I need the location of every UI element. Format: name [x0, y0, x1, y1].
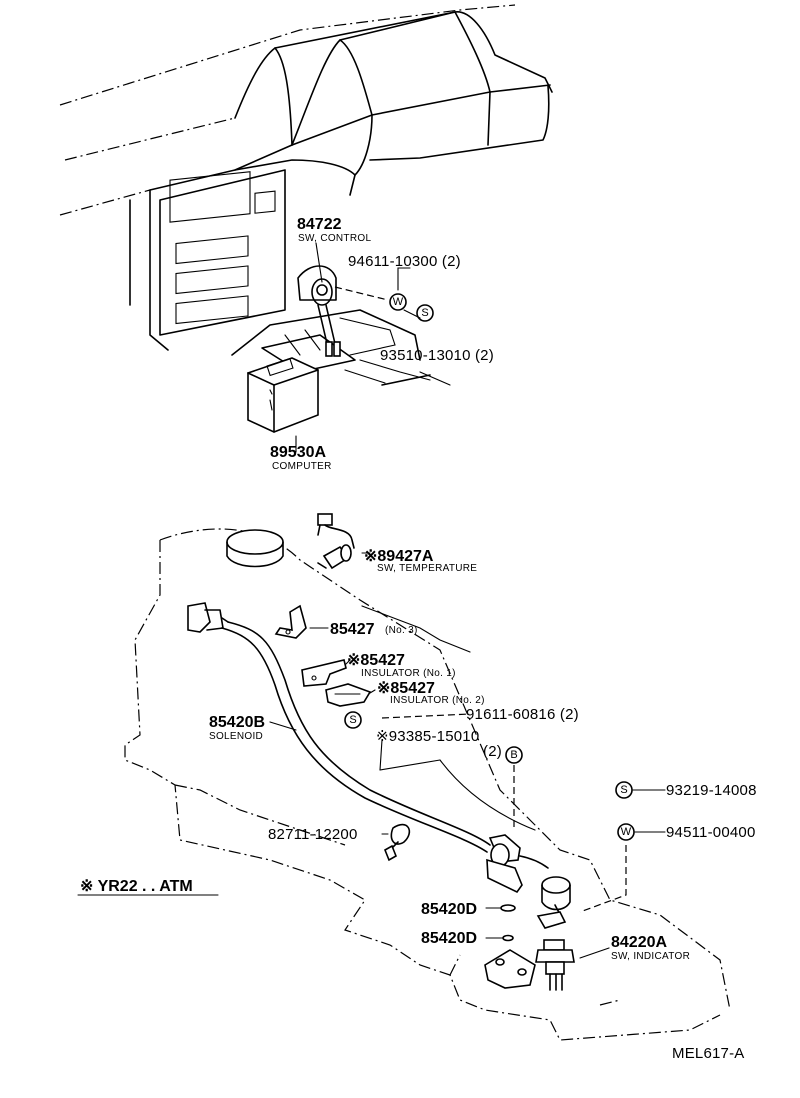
label-82711: 82711-12200 — [268, 826, 358, 843]
washer-symbol-text: W — [621, 826, 632, 838]
spring-symbol-top: S — [416, 304, 434, 322]
label-85427-no3: 85427 — [330, 621, 375, 638]
desc-84220A: SW, INDICATOR — [611, 951, 690, 962]
desc-85427-no2: INSULATOR (No. 2) — [390, 695, 485, 706]
label-85427-no2: ※85427 — [377, 680, 435, 697]
bolt-symbol: B — [505, 746, 523, 764]
label-85427-no1: ※85427 — [347, 652, 405, 669]
washer-symbol-legend: W — [617, 823, 635, 841]
spring-symbol-legend: S — [615, 781, 633, 799]
label-93385: ※93385-15010 — [376, 728, 479, 745]
spring-symbol-text: S — [421, 307, 428, 319]
spring-symbol-text: S — [620, 784, 627, 796]
desc-89530A: COMPUTER — [272, 461, 332, 472]
label-91611: 91611-60816 (2) — [466, 706, 579, 723]
transmission-drawing — [77, 513, 731, 1041]
spring-symbol-text: S — [349, 714, 356, 726]
label-89530A: 89530A — [270, 444, 326, 461]
suffix-85427-no3: (No. 3) — [385, 625, 418, 636]
label-84220A: 84220A — [611, 934, 667, 951]
spring-symbol-mid: S — [344, 711, 362, 729]
label-94611: 94611-10300 (2) — [348, 253, 461, 270]
bolt-symbol-text: B — [510, 749, 517, 761]
washer-symbol-top: W — [389, 293, 407, 311]
desc-89427A: SW, TEMPERATURE — [377, 563, 477, 574]
desc-84722: SW, CONTROL — [298, 233, 371, 244]
label-93510: 93510-13010 (2) — [380, 347, 494, 364]
footnote: ※ YR22 . . ATM — [80, 878, 193, 895]
label-89427A: ※89427A — [364, 548, 434, 565]
label-93219: 93219-14008 — [666, 782, 757, 799]
label-85420B: 85420B — [209, 714, 265, 731]
qty-93385: (2) — [483, 743, 502, 760]
desc-85427-no1: INSULATOR (No. 1) — [361, 668, 456, 679]
label-85420D-b: 85420D — [421, 930, 477, 947]
label-85420D-a: 85420D — [421, 901, 477, 918]
figure-code: MEL617-A — [672, 1045, 744, 1062]
label-84722: 84722 — [297, 216, 342, 233]
dashboard-drawing — [59, 4, 553, 453]
desc-85420B: SOLENOID — [209, 731, 263, 742]
washer-symbol-text: W — [393, 296, 404, 308]
label-94511: 94511-00400 — [666, 824, 756, 841]
